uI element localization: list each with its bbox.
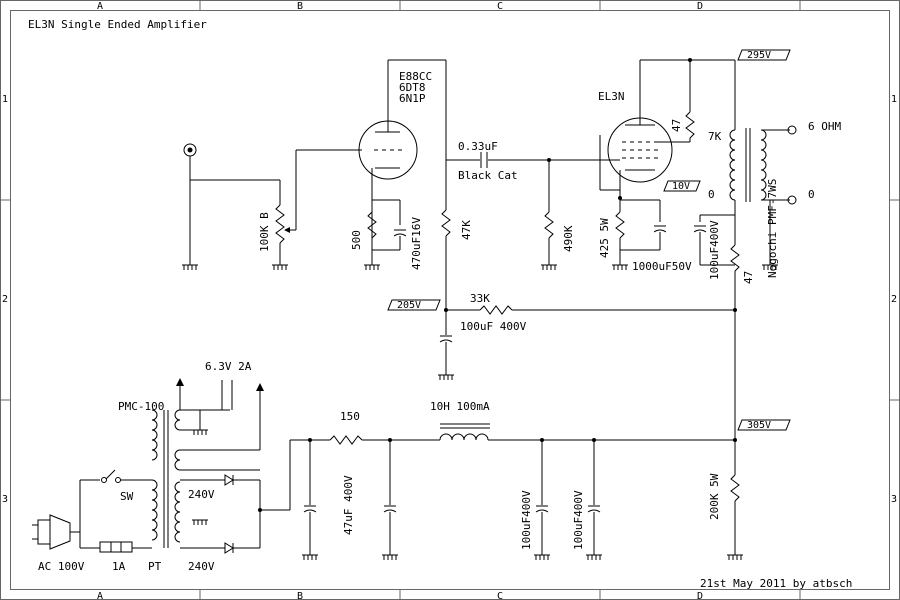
v-cathode2-label: 10V (672, 181, 690, 192)
tube-e88cc: E88CC 6DT8 6N1P (358, 59, 446, 185)
coupling-cap: 0.33uF Black Cat (446, 140, 620, 182)
r-cathode2-label: 425 5W (598, 218, 611, 258)
heater-label: 6.3V 2A (205, 360, 252, 373)
schematic-title: EL3N Single Ended Amplifier (28, 18, 207, 31)
col-label-a-bottom: A (97, 591, 103, 600)
col-label-a-top: A (97, 1, 103, 12)
r-plate1-label: 47K (460, 220, 473, 240)
c-100b-label: 100uF400V (572, 490, 585, 550)
switch-label: SW (120, 490, 134, 503)
filter-chain: 150 10H 100mA 305V (290, 400, 791, 445)
row-label-3-left: 3 (2, 494, 8, 505)
row-label-2-right: 2 (891, 294, 897, 305)
v-b2-label: 205V (397, 300, 421, 311)
r-b1-label: 47 (742, 271, 755, 284)
col-label-d-top: D (697, 1, 703, 12)
col-label-b-top: B (297, 1, 303, 12)
row-label-3-right: 3 (891, 494, 897, 505)
out-zero-label: 0 (808, 188, 815, 201)
input-jack (183, 143, 197, 265)
screen-resistor: 47 (670, 58, 695, 142)
col-label-b-bottom: B (297, 591, 303, 600)
filter-caps: 47uF 400V 100uF400V 100uF400V (303, 440, 601, 555)
sec1-label: 240V (188, 488, 215, 501)
pt-label: PT (148, 560, 162, 573)
fuse-label: 1A (112, 560, 126, 573)
row-label-1-left: 1 (2, 94, 8, 105)
tube1-name-1: E88CC (399, 70, 432, 83)
c-coupling-brand: Black Cat (458, 169, 518, 182)
ground-symbols (182, 264, 778, 560)
tube1-name-2: 6DT8 (399, 81, 426, 94)
volume-pot-label: 100K B (258, 212, 271, 252)
pt-name-label: PMC-100 (118, 400, 164, 413)
c-47-label: 47uF 400V (342, 475, 355, 535)
c-cathode1-label: 470uF16V (410, 217, 423, 270)
r-screen-label: 47 (670, 119, 683, 132)
opt-name-label: Nogochi PMF-7WS (766, 179, 779, 278)
tube-el3n: EL3N (598, 59, 735, 200)
power-transformer: 6.3V 2A PMC-100 240V 240V PT (118, 360, 264, 573)
cathode2-network: 425 5W 1000uF50V 10V (598, 180, 701, 273)
row-label-2-left: 2 (2, 294, 8, 305)
footer-credit: 21st May 2011 by atbsch (700, 577, 852, 590)
r-150-label: 150 (340, 410, 360, 423)
mains-input: SW AC 100V 1A (32, 469, 152, 573)
b1-decoupling: 47 295V (730, 49, 791, 440)
r-dropper-label: 33K (470, 292, 490, 305)
bleeder-resistor: 200K 5W (708, 440, 740, 555)
plate1-load: 47K (441, 60, 473, 330)
v-b1-label: 295V (747, 50, 771, 61)
dropper-network: 33K 100uF 400V 205V (387, 292, 735, 375)
cathode1-network: 500 470uF16V (350, 185, 423, 270)
row-label-1-right: 1 (891, 94, 897, 105)
col-label-c-bottom: C (497, 591, 503, 600)
volume-pot: 100K B (190, 149, 362, 265)
choke-label: 10H 100mA (430, 400, 490, 413)
c-cathode2-label: 1000uF50V (632, 260, 692, 273)
opt-primary-label: 7K (708, 130, 722, 143)
r-grid2-label: 490K (562, 225, 575, 252)
c-coupling-label: 0.33uF (458, 140, 498, 153)
grid2-resistor: 490K (544, 160, 575, 265)
v-b3-label: 305V (747, 420, 771, 431)
r-bleeder-label: 200K 5W (708, 473, 721, 520)
c-b2-label: 100uF 400V (460, 320, 527, 333)
c-100a-label: 100uF400V (520, 490, 533, 550)
col-label-c-top: C (497, 1, 503, 12)
sec2-label: 240V (188, 560, 215, 573)
tube1-name-3: 6N1P (399, 92, 426, 105)
output-transformer: 7K 0 Nogochi PMF-7WS 6 OHM 0 100uF400V (690, 59, 841, 280)
rectifiers (180, 440, 291, 554)
tube2-name: EL3N (598, 90, 625, 103)
out-6ohm-label: 6 OHM (808, 120, 841, 133)
r-cathode1-label: 500 (350, 230, 363, 250)
mains-label: AC 100V (38, 560, 85, 573)
opt-zero-label: 0 (708, 188, 715, 201)
c-b1-label: 100uF400V (708, 220, 721, 280)
col-label-d-bottom: D (697, 591, 703, 600)
